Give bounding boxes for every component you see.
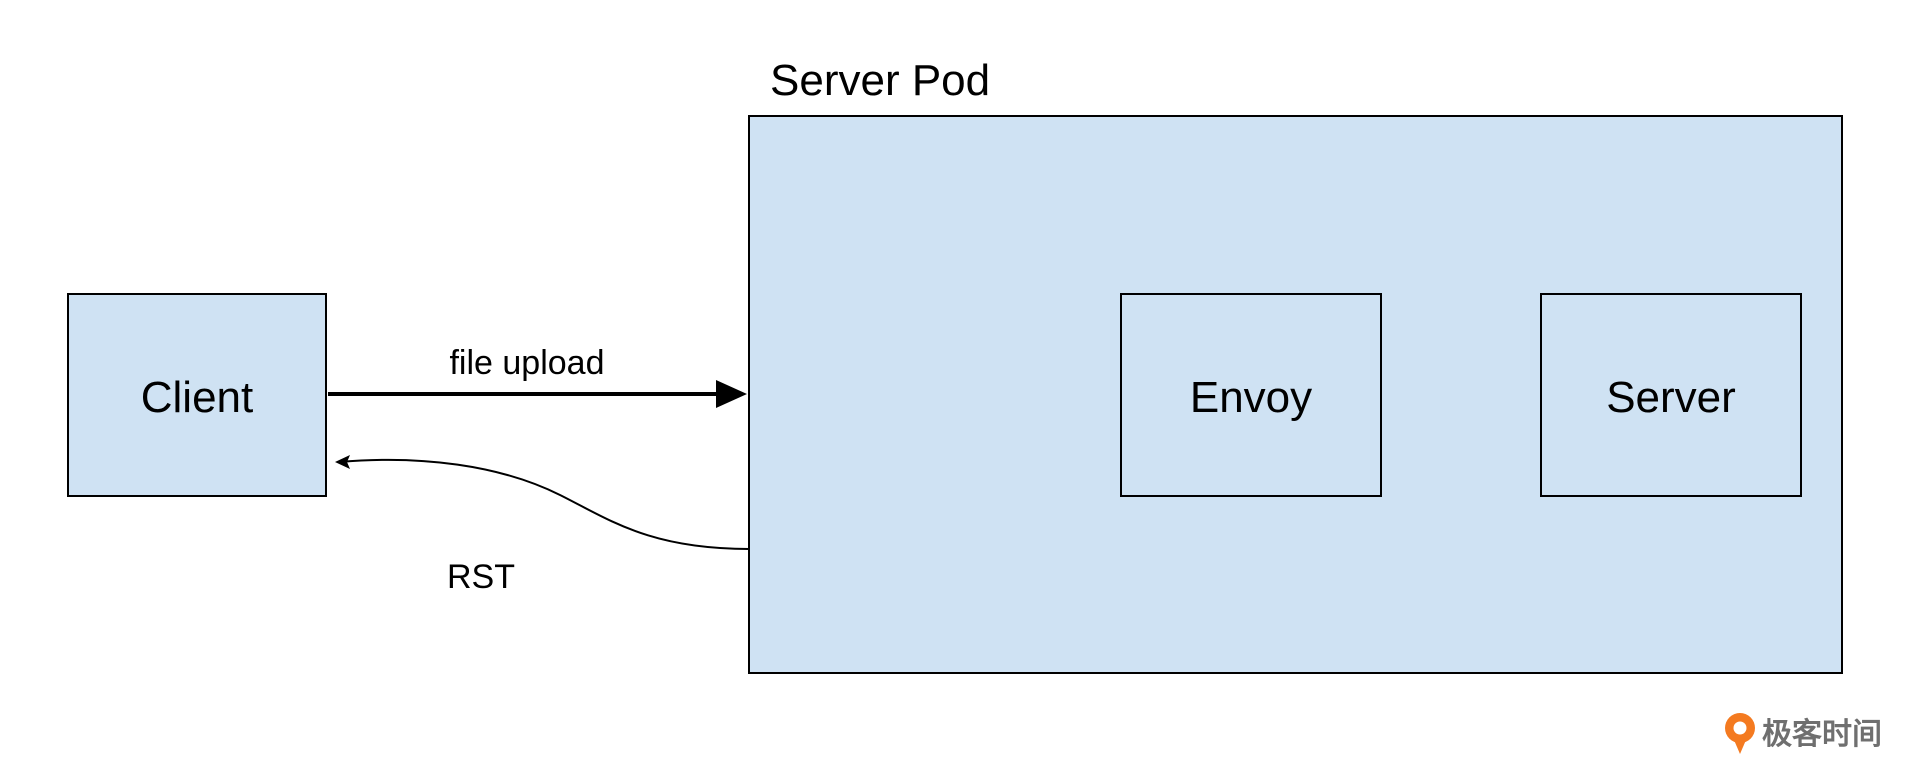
client-box	[67, 293, 327, 497]
server-box	[1540, 293, 1802, 497]
watermark-logo: 极客时间	[1725, 713, 1882, 754]
envoy-box	[1120, 293, 1382, 497]
upload-label: file upload	[449, 344, 604, 382]
watermark-text: 极客时间	[1762, 717, 1882, 752]
client-label: Client	[141, 373, 254, 422]
server-pod-title: Server Pod	[770, 56, 990, 105]
rst-arrow	[335, 455, 750, 550]
geektime-logo-icon	[1725, 713, 1755, 754]
envoy-label: Envoy	[1190, 373, 1312, 422]
upload-arrow	[328, 380, 747, 408]
rst-label: RST	[447, 558, 515, 596]
server-label: Server	[1606, 373, 1736, 422]
